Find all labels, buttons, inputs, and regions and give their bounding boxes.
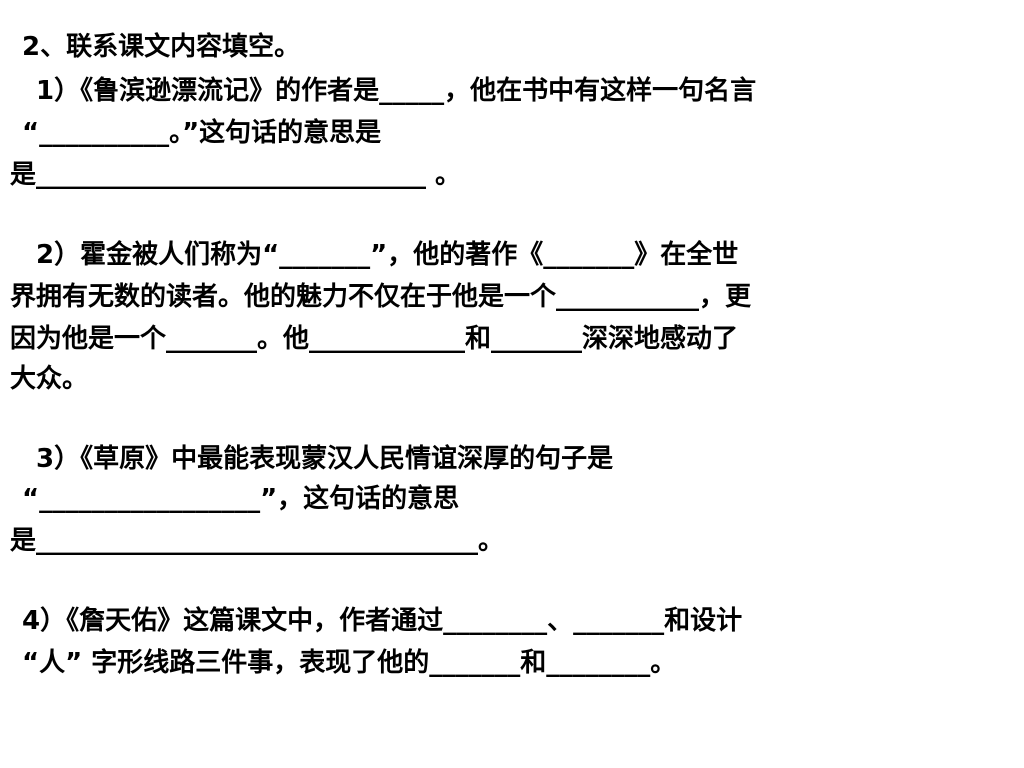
question-2-line-3: 因为他是一个_______。他____________和_______深深地感动…: [10, 324, 739, 354]
question-3-line-3: 是__________________________________。: [10, 526, 505, 556]
question-1-line-2: “__________。”这句话的意思是: [22, 118, 382, 148]
question-1-line-1: 1）《鲁滨逊漂流记》的作者是_____，他在书中有这样一句名言: [36, 76, 757, 106]
section-heading: 2、联系课文内容填空。: [22, 32, 301, 62]
question-2-line-4: 大众。: [10, 364, 89, 394]
question-1-line-3: 是______________________________ 。: [10, 160, 462, 190]
question-2-line-2: 界拥有无数的读者。他的魅力不仅在于他是一个___________，更: [10, 282, 752, 312]
question-2-line-1: 2）霍金被人们称为“_______”，他的著作《_______》在全世: [36, 240, 739, 270]
question-3-line-1: 3）《草原》中最能表现蒙汉人民情谊深厚的句子是: [36, 444, 614, 474]
question-3-line-2: “_________________”，这句话的意思: [22, 484, 460, 514]
question-4-line-2: “人” 字形线路三件事，表现了他的_______和________。: [22, 648, 677, 678]
question-4-line-1: 4）《詹天佑》这篇课文中，作者通过________、_______和设计: [22, 606, 743, 636]
